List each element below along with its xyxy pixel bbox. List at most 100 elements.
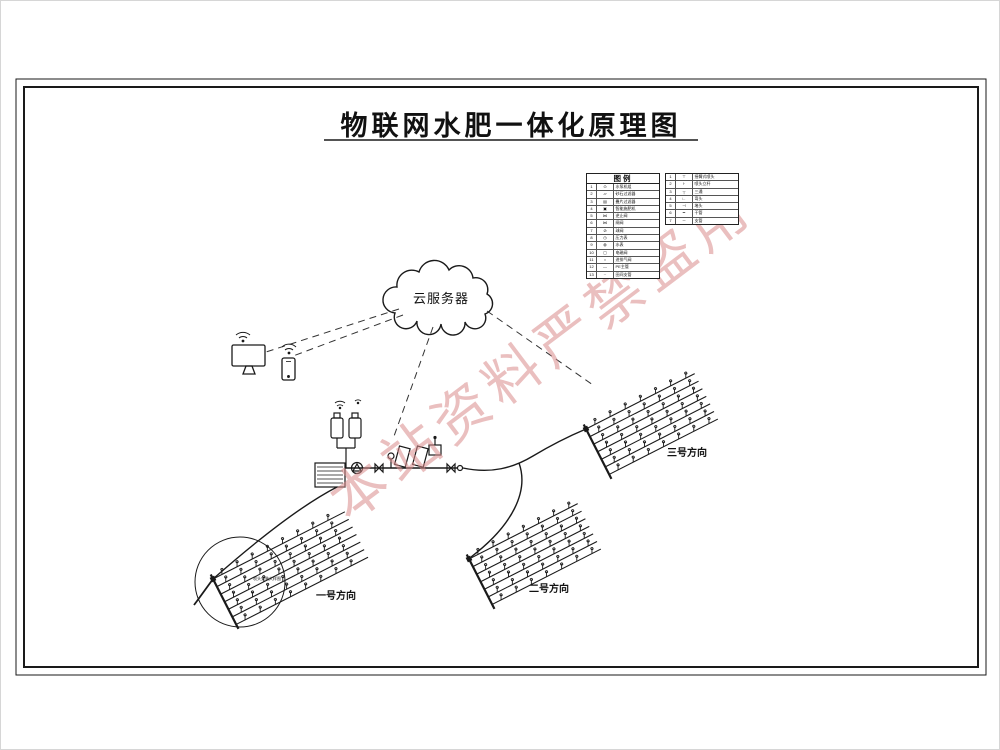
legend-cell-symbol: ▢	[597, 249, 614, 256]
legend-row: 1⊤摇臂式喷头	[666, 174, 738, 182]
sprinkler-head-icon	[345, 551, 349, 555]
sprinkler-head-icon	[556, 554, 560, 559]
sprinkler-head-icon	[533, 547, 537, 551]
cloud-label: 云服务器	[413, 291, 469, 306]
sprinkler-head-icon	[608, 448, 612, 452]
antenna-icon-1	[334, 400, 346, 410]
sprinkler-head-icon	[541, 562, 545, 566]
sprinkler-head-icon	[269, 590, 274, 594]
sprinkler-head-icon	[623, 440, 628, 444]
sprinkler-head-icon	[235, 598, 239, 602]
sprinkler-head-icon	[627, 448, 631, 452]
field-main-line	[582, 424, 613, 480]
field-main-line	[209, 574, 240, 630]
legend-cell-symbol: ◍	[597, 242, 614, 249]
legend-cell-name: 进排气阀	[615, 256, 632, 262]
legend-cell-no: 2	[666, 181, 676, 188]
legend-cell-symbol: ⊘	[597, 227, 614, 235]
field-lateral	[232, 549, 365, 618]
page-title: 物联网水肥一体化原理图	[340, 111, 682, 141]
sprinkler-head-icon	[254, 560, 258, 564]
legend-cell-symbol: ┄	[597, 271, 614, 278]
sprinkler-head-icon	[567, 539, 571, 543]
sprinkler-head-icon	[537, 555, 541, 559]
filter-2	[411, 445, 429, 468]
sprinkler-head-icon	[254, 598, 258, 602]
field-label-3: 三号方向	[667, 446, 707, 459]
legend-cell-no: 8	[587, 235, 597, 242]
fertilizer-tank-2	[348, 417, 362, 439]
sprinkler-head-icon	[299, 536, 304, 540]
sprinkler-head-icon	[642, 440, 647, 444]
antenna-icon-2	[354, 399, 362, 405]
sprinkler-head-icon	[646, 447, 650, 452]
sprinkler-head-icon	[269, 552, 273, 556]
fertigation-station	[314, 399, 464, 488]
legend-row: 2⊦喷头立杆	[666, 181, 738, 189]
legend-row: 7⊘球阀	[587, 227, 659, 236]
field-lateral	[597, 395, 707, 453]
wifi-icon-phone	[281, 343, 297, 355]
sprinkler-head-icon	[231, 590, 236, 594]
sprinkler-head-icon	[315, 567, 319, 571]
legend-cell-no: 10	[587, 249, 597, 256]
sprinkler-head-icon	[243, 575, 247, 579]
sprinkler-head-icon	[529, 539, 533, 544]
tank-motor-2	[351, 412, 359, 419]
sprinkler-head-icon	[311, 521, 315, 525]
sprinkler-head-icon	[510, 578, 514, 582]
legend-row: 7─支管	[666, 217, 738, 225]
sprinkler-head-icon	[688, 417, 692, 421]
sprinkler-head-icon	[337, 536, 342, 540]
legend-row: 11○进排气阀	[587, 256, 659, 265]
sprinkler-head-icon	[635, 425, 639, 429]
sprinkler-head-icon	[495, 585, 499, 589]
sprinkler-head-icon	[315, 529, 319, 533]
sprinkler-head-icon	[669, 417, 673, 421]
legend-cell-symbol: ─	[676, 217, 693, 225]
legend-cell-name: 堵头	[694, 203, 703, 209]
sprinkler-head-icon	[484, 563, 488, 567]
legend-cell-name: 压力表	[615, 235, 628, 241]
sprinkler-head-icon	[642, 402, 646, 406]
legend-cell-no: 1	[587, 184, 597, 191]
sprinkler-head-icon	[476, 547, 480, 552]
legend-row: 13┄田间支管	[587, 271, 659, 278]
legend-title: 图例	[587, 174, 659, 184]
legend-cell-no: 7	[587, 227, 597, 235]
legend-cell-symbol: ▤	[597, 198, 614, 205]
sprinkler-head-icon	[480, 555, 484, 559]
sprinkler-head-icon	[571, 509, 575, 513]
field-3	[582, 371, 719, 480]
sprinkler-head-icon	[518, 555, 522, 559]
sprinkler-head-icon	[522, 562, 526, 566]
field-supply-valve	[209, 575, 217, 583]
sprinkler-head-icon	[574, 516, 579, 520]
sprinkler-head-icon	[326, 513, 330, 517]
legend-cell-name: 支管	[694, 217, 703, 223]
sprinkler-head-icon	[262, 575, 266, 579]
sprinkler-head-icon	[692, 424, 696, 428]
field-lateral	[593, 388, 703, 445]
sprinkler-head-icon	[529, 577, 533, 582]
sprinkler-head-icon	[334, 529, 338, 533]
sprinkler-head-icon	[586, 539, 590, 543]
sprinkler-head-icon	[491, 540, 495, 544]
water-pool	[314, 462, 346, 488]
legend-cell-no: 3	[587, 198, 597, 205]
legend-row: 4∟弯头	[666, 195, 738, 204]
sprinkler-head-icon	[292, 559, 296, 563]
sprinkler-head-icon	[258, 567, 262, 571]
field-label-2: 二号方向	[529, 582, 569, 595]
sprinkler-head-icon	[691, 386, 696, 390]
sprinkler-head-icon	[612, 417, 616, 421]
sprinkler-head-icon	[349, 559, 353, 563]
sprinkler-head-icon	[597, 425, 601, 429]
sprinkler-head-icon	[330, 559, 334, 563]
sprinkler-head-icon	[281, 575, 285, 579]
sprinkler-head-icon	[243, 613, 247, 617]
sprinkler-head-icon	[631, 417, 635, 421]
sprinkler-head-icon	[601, 433, 605, 437]
